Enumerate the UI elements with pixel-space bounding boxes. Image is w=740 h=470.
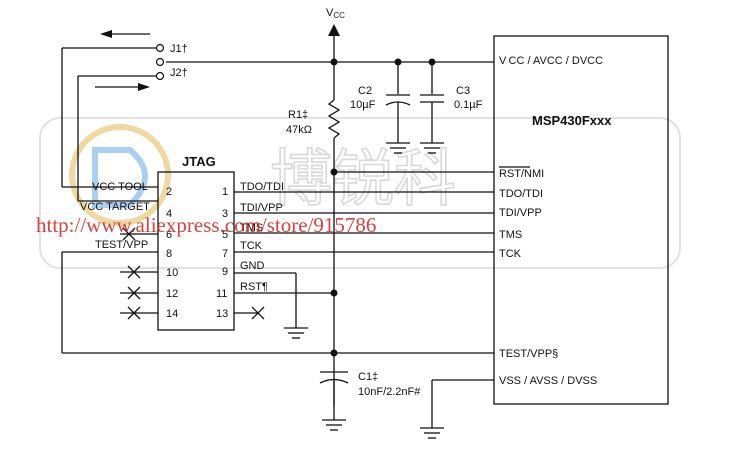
mcu-pin-tdi: TDI/VPP (499, 207, 542, 219)
svg-text:12: 12 (166, 288, 178, 300)
svg-text:14: 14 (166, 308, 178, 320)
c1-value: 10nF/2.2nF# (358, 386, 421, 398)
svg-text:9: 9 (222, 266, 228, 278)
svg-text:13: 13 (216, 308, 228, 320)
mcu-pin-rst: RST/NMI (499, 168, 544, 180)
mcu-pin-tck: TCK (499, 248, 522, 260)
jtag-label-test-vpp: TEST/VPP (95, 239, 148, 251)
capacitor-c2 (385, 62, 411, 154)
mcu-pin-test: TEST/VPP§ (499, 348, 558, 360)
svg-text:1: 1 (222, 186, 228, 198)
mcu-box (493, 35, 669, 405)
c1-name: C1‡ (358, 371, 378, 383)
jumper-j1-label: J1† (170, 43, 188, 55)
c2-name: C2 (358, 85, 372, 97)
jtag-connector (157, 171, 235, 331)
svg-text:6: 6 (166, 229, 172, 241)
capacitor-c3 (420, 62, 444, 154)
mcu-name: MSP430Fxxx (532, 113, 612, 128)
jumper-block (61, 30, 165, 188)
c3-name: C3 (456, 85, 470, 97)
watermark-logo-text: 博锐科 (270, 142, 456, 215)
svg-text:2: 2 (166, 186, 172, 198)
jtag-label-vcc-target: VCC TARGET (80, 201, 150, 213)
svg-text:3: 3 (222, 208, 228, 220)
jtag-label-gnd: GND (240, 260, 265, 272)
watermark-url: http://www.aliexpress.com/store/915786 (36, 213, 376, 237)
svg-text:11: 11 (216, 288, 227, 300)
svg-text:5: 5 (222, 229, 228, 241)
r1-name: R1‡ (288, 109, 308, 121)
c3-value: 0.1µF (454, 99, 483, 111)
watermark-logo: 博锐科 (39, 117, 681, 269)
jtag-label-tdo: TDO/TDI (240, 181, 284, 193)
jtag-label-rst: RST¶ (240, 281, 268, 293)
svg-text:8: 8 (166, 248, 172, 260)
jumper-j2-label: J2† (170, 67, 188, 79)
jtag-pin-numbers: 1 2 3 4 5 6 7 8 9 10 11 12 13 14 (166, 186, 228, 320)
r1-value: 47kΩ (286, 124, 312, 136)
c2-value: 10µF (350, 99, 376, 111)
vcc-label: VCC (326, 7, 345, 20)
jtag-title: JTAG (182, 154, 216, 169)
jtag-label-vcc-tool: VCC TOOL (92, 181, 148, 193)
vcc-supply-arrow (328, 24, 340, 62)
resistor-r1 (327, 62, 341, 406)
jtag-label-tms: TMS (240, 222, 263, 234)
jtag-label-tck: TCK (240, 240, 263, 252)
mcu-pin-tdo: TDO/TDI (499, 188, 543, 200)
svg-text:10: 10 (166, 267, 178, 279)
svg-text:7: 7 (222, 248, 228, 260)
mcu-pin-vcc: V CC / AVCC / DVCC (499, 55, 603, 67)
capacitor-c1 (319, 371, 349, 431)
svg-text:4: 4 (166, 208, 172, 220)
vss-ground (420, 379, 494, 439)
mcu-pin-tms: TMS (499, 229, 522, 241)
jtag-label-tdi: TDI/VPP (240, 202, 283, 214)
mcu-pin-vss: VSS / AVSS / DVSS (499, 375, 597, 387)
